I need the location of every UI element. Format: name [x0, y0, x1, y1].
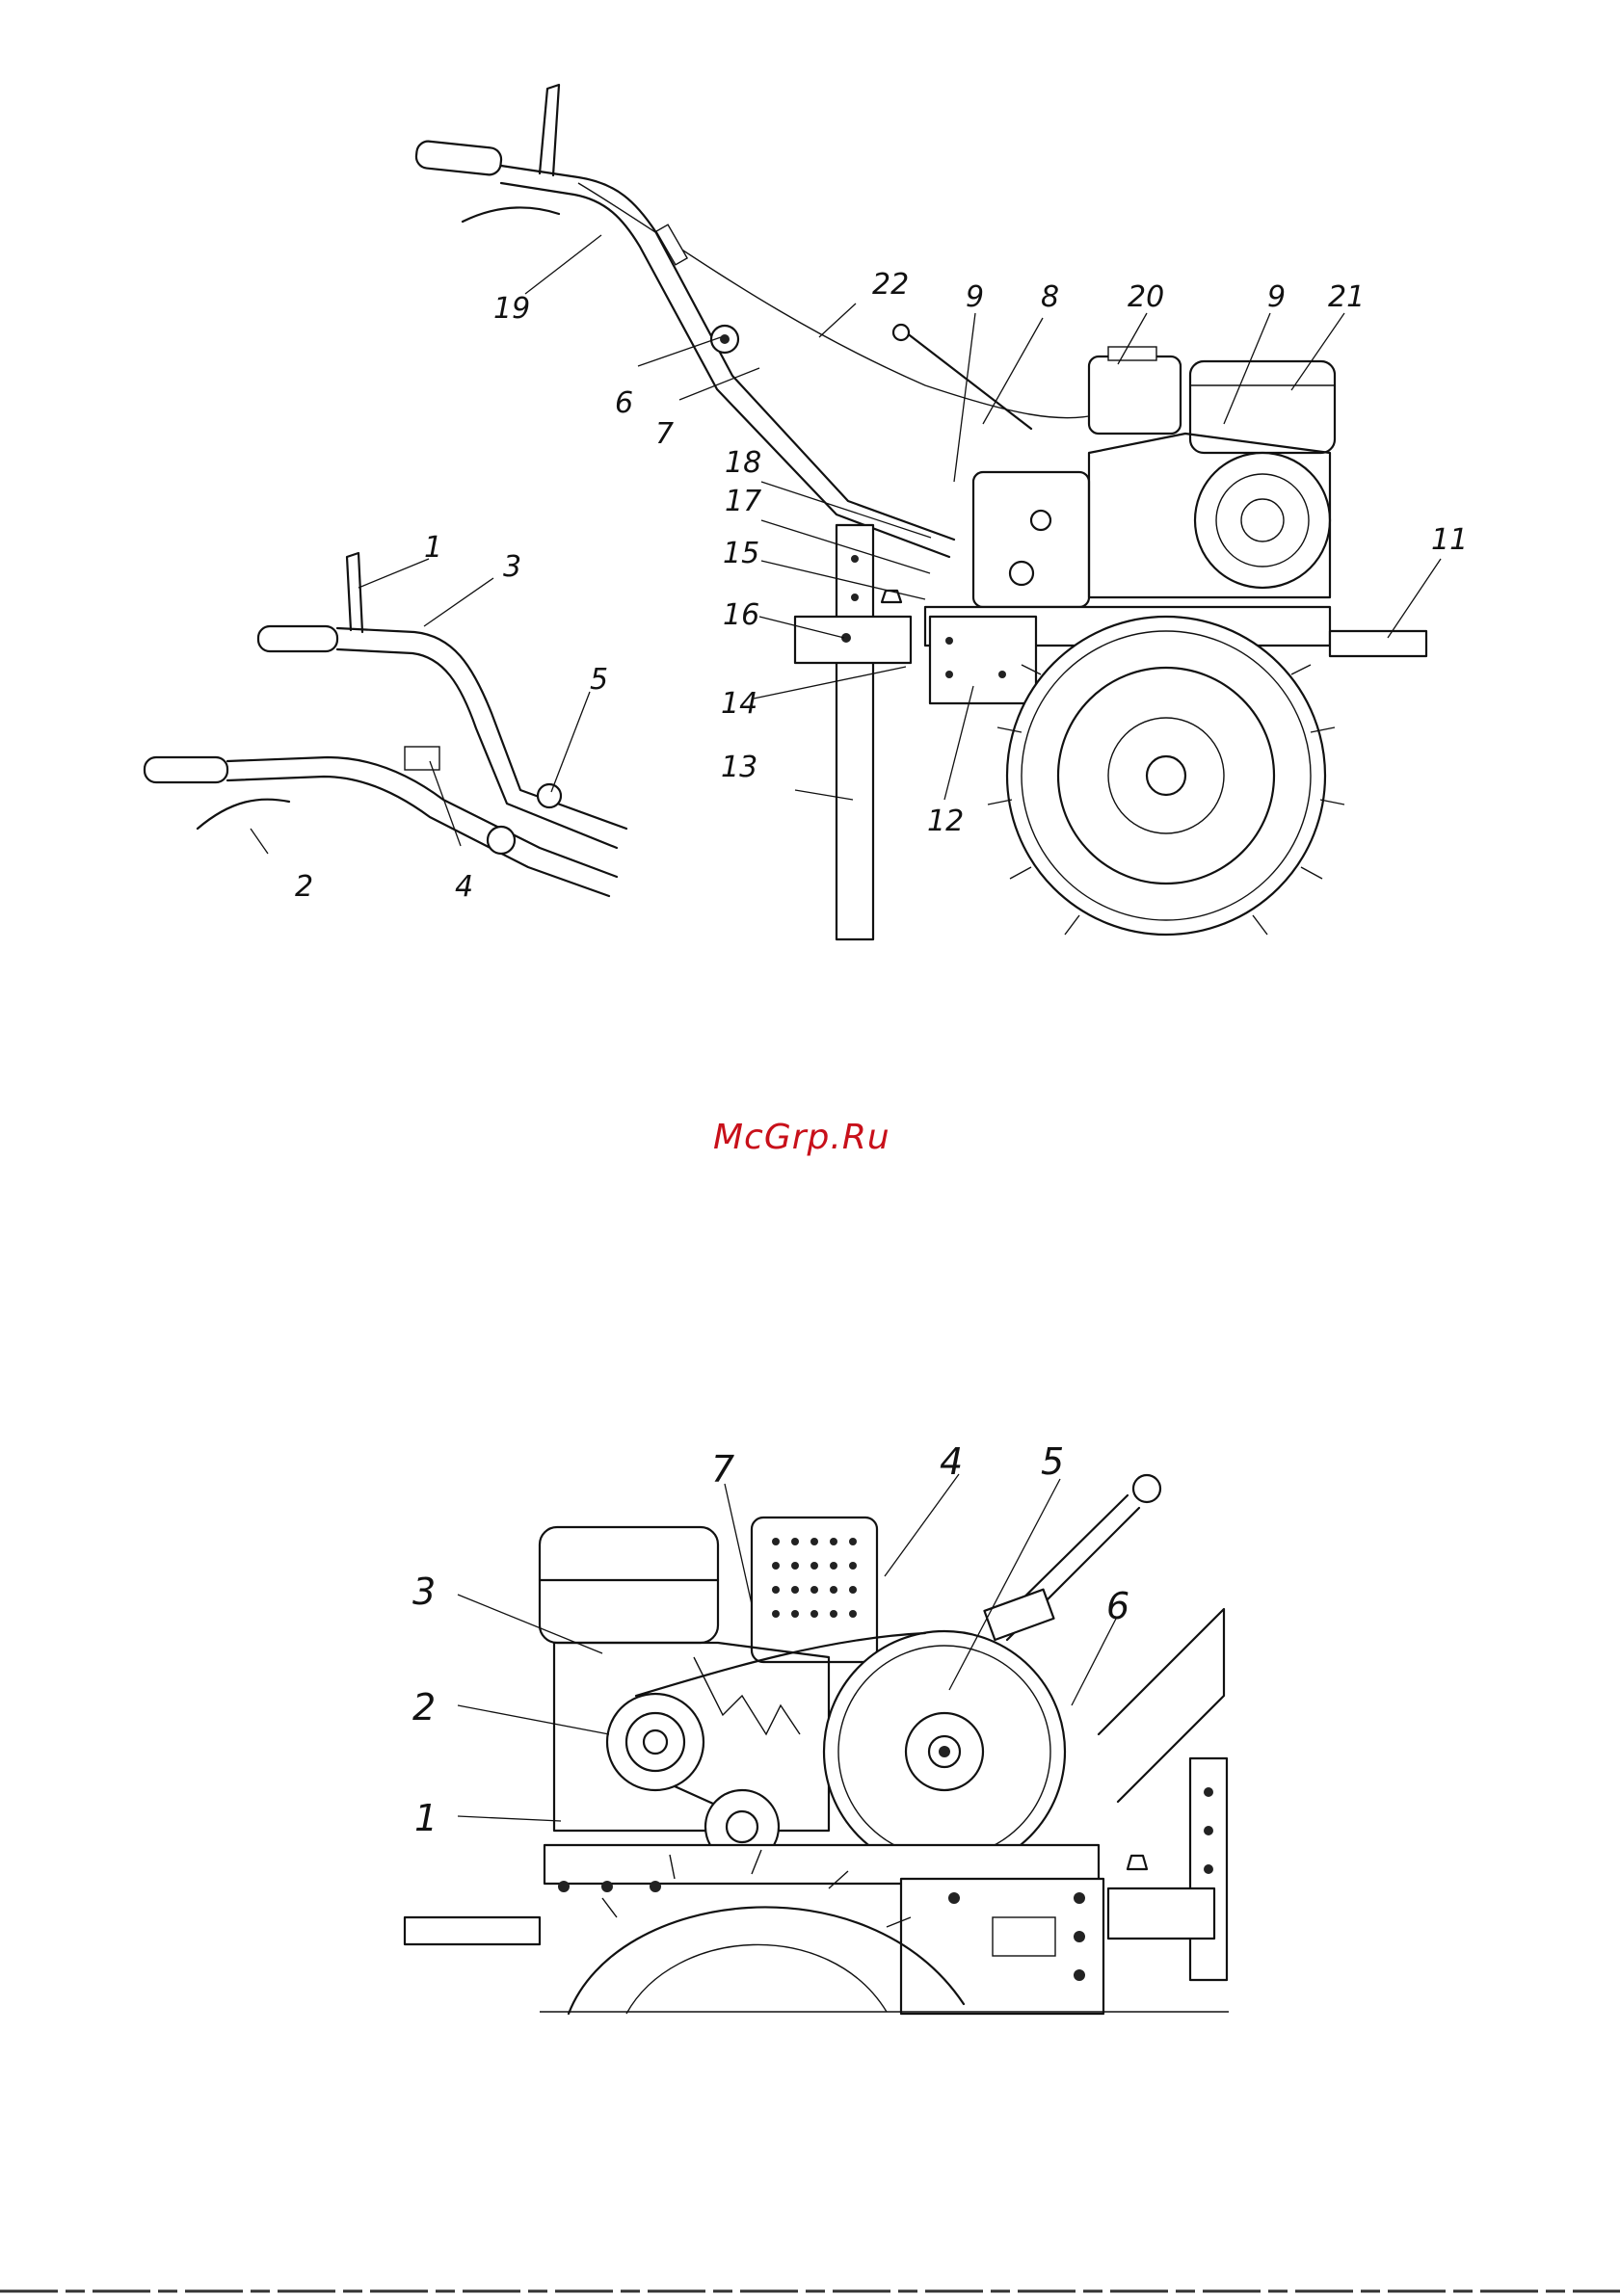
callout-b-4: 4 — [940, 1440, 963, 1483]
gear-lever — [984, 1475, 1160, 1640]
callout-8: 8 — [1041, 280, 1059, 314]
figure-bottom-belt-drive: 1 2 3 4 5 6 7 — [405, 1440, 1229, 2014]
callout-16: 16 — [723, 598, 759, 632]
callout-7: 7 — [655, 417, 674, 451]
gearbox — [973, 472, 1089, 607]
fuel-tank — [1089, 356, 1181, 434]
callout-22: 22 — [872, 268, 909, 302]
callout-9a: 9 — [966, 280, 984, 314]
coulter — [795, 525, 911, 939]
callout-b-6: 6 — [1106, 1585, 1129, 1627]
pulley-large — [824, 1631, 1065, 1872]
figure-top-tractor: 1 2 3 4 5 6 7 8 9 9 11 12 13 14 15 16 17… — [145, 85, 1468, 939]
hitch-plate — [930, 617, 1036, 703]
callout-19: 19 — [493, 292, 530, 326]
callout-2: 2 — [295, 870, 313, 904]
callout-b-5: 5 — [1041, 1440, 1064, 1483]
callout-21: 21 — [1328, 280, 1365, 314]
callout-4: 4 — [455, 870, 473, 904]
callout-3: 3 — [503, 550, 521, 584]
callout-b-3: 3 — [412, 1570, 436, 1613]
callout-14: 14 — [721, 687, 757, 721]
callout-9b: 9 — [1267, 280, 1286, 314]
callout-13: 13 — [721, 751, 757, 784]
callout-b-7: 7 — [711, 1448, 734, 1491]
air-filter-bottom — [540, 1527, 718, 1643]
wheel — [988, 617, 1344, 935]
callout-5: 5 — [590, 663, 608, 697]
callout-1: 1 — [424, 531, 442, 565]
air-filter — [1190, 361, 1335, 453]
handlebar-inset — [145, 553, 626, 896]
callout-18: 18 — [725, 446, 761, 480]
callout-20: 20 — [1128, 280, 1164, 314]
callout-11: 11 — [1431, 523, 1468, 557]
frame-bottom — [405, 1609, 1227, 2014]
callout-b-2: 2 — [412, 1686, 436, 1729]
axle-extension — [1330, 631, 1426, 656]
axle-extension-bottom — [405, 1917, 540, 1944]
callout-6: 6 — [615, 386, 633, 420]
callout-17: 17 — [725, 485, 761, 518]
callout-12: 12 — [927, 805, 964, 838]
recoil-starter — [1195, 453, 1330, 588]
callout-b-1: 1 — [414, 1797, 438, 1839]
callout-15: 15 — [723, 537, 759, 570]
watermark-text: McGrp.Ru — [713, 1118, 890, 1157]
pulley-small — [607, 1694, 704, 1790]
